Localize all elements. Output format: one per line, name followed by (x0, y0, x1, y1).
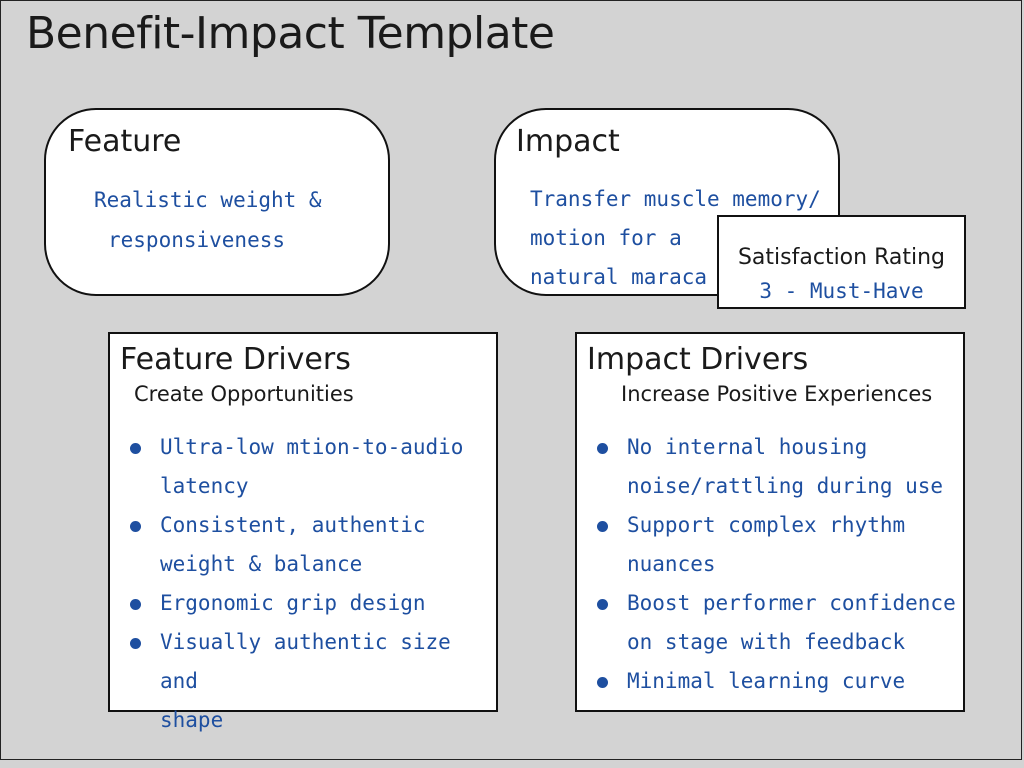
bullet-text-line: shape (160, 708, 224, 732)
bullet-text-line: No internal housing (627, 435, 868, 459)
feature-text-line: Realistic weight & (94, 188, 322, 212)
bullet-text-line: Support complex rhythm (627, 513, 906, 537)
satisfaction-rating-box: Satisfaction Rating 3 - Must-Have (717, 215, 966, 309)
impact-text-line: Transfer muscle memory/ (530, 187, 821, 211)
impact-drivers-subtitle: Increase Positive Experiences (621, 382, 933, 406)
bullet-text-line: Minimal learning curve (627, 669, 906, 693)
bullet-text-line: Visually authentic size and (160, 630, 451, 693)
impact-drivers-title: Impact Drivers (587, 342, 809, 377)
bullet-item: Visually authentic size and shape (124, 623, 494, 740)
bullet-text-line: latency (160, 474, 249, 498)
bullet-text-line: noise/rattling during use (627, 474, 944, 498)
feature-text-line: responsiveness (108, 228, 286, 252)
bullet-item: No internal housing noise/rattling during… (591, 428, 961, 506)
bullet-text-line: on stage with feedback (627, 630, 906, 654)
impact-drivers-box: Impact Drivers Increase Positive Experie… (575, 332, 965, 712)
bullet-item: Support complex rhythm nuances (591, 506, 961, 584)
bullet-item: Boost performer confidence on stage with … (591, 584, 961, 662)
feature-drivers-box: Feature Drivers Create Opportunities Ult… (108, 332, 498, 732)
feature-drivers-subtitle: Create Opportunities (134, 382, 354, 406)
bullet-dot-icon (597, 521, 608, 532)
feature-box: Feature Realistic weight & responsivenes… (44, 108, 390, 296)
bullet-item: Ergonomic grip design (124, 584, 494, 623)
bullet-item: Consistent, authentic weight & balance (124, 506, 494, 584)
satisfaction-rating-label: Satisfaction Rating (737, 245, 946, 270)
bullet-dot-icon (130, 599, 141, 610)
satisfaction-rating-value: 3 - Must-Have (759, 279, 924, 303)
bullet-dot-icon (130, 521, 141, 532)
impact-text: Transfer muscle memory/ motion for a nat… (530, 180, 821, 297)
bullet-text-line: Ultra-low mtion-to-audio (160, 435, 464, 459)
page-title: Benefit-Impact Template (26, 8, 555, 59)
bullet-text-line: Ergonomic grip design (160, 591, 426, 615)
bullet-text-line: weight & balance (160, 552, 363, 576)
impact-heading: Impact (516, 124, 620, 159)
bullet-dot-icon (597, 677, 608, 688)
bullet-item: Minimal learning curve (591, 662, 961, 701)
bullet-text-line: Boost performer confidence (627, 591, 956, 615)
bullet-text-line: Consistent, authentic (160, 513, 426, 537)
bullet-text-line: nuances (627, 552, 716, 576)
feature-drivers-title: Feature Drivers (120, 342, 351, 377)
bullet-dot-icon (597, 599, 608, 610)
bullet-item: Ultra-low mtion-to-audio latency (124, 428, 494, 506)
feature-heading: Feature (68, 124, 182, 159)
feature-text: Realistic weight & responsiveness (94, 180, 322, 260)
impact-drivers-list: No internal housing noise/rattling during… (591, 428, 961, 701)
impact-text-line: natural maraca (530, 265, 708, 289)
bullet-dot-icon (130, 443, 141, 454)
bullet-dot-icon (130, 638, 141, 649)
bullet-dot-icon (597, 443, 608, 454)
impact-text-line: motion for a (530, 226, 682, 250)
